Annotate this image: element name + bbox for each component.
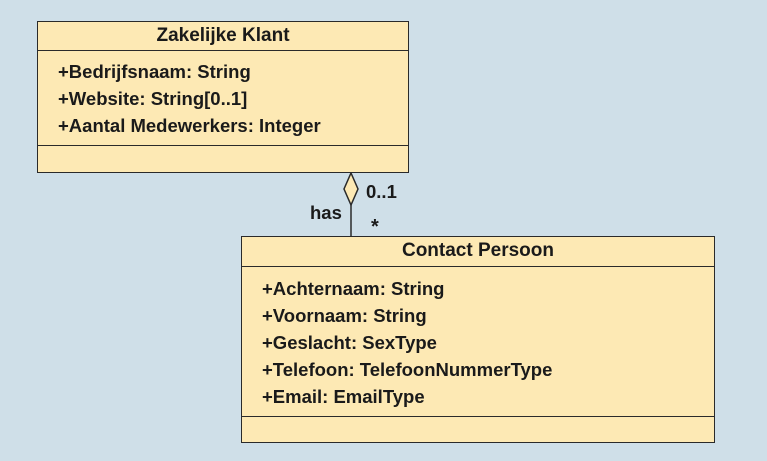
class-contact-persoon[interactable]: Contact Persoon +Achternaam: String +Voo… (241, 236, 715, 443)
multiplicity-label-top: 0..1 (366, 181, 397, 202)
multiplicity-label-bottom: * (371, 216, 379, 238)
attribute-voornaam: +Voornaam: String (262, 305, 427, 326)
class-zakelijke-klant[interactable]: Zakelijke Klant +Bedrijfsnaam: String +W… (37, 21, 409, 173)
attribute-telefoon: +Telefoon: TelefoonNummerType (262, 359, 553, 380)
attribute-compartment: +Achternaam: String +Voornaam: String +G… (242, 267, 714, 417)
attribute-bedrijfsnaam: +Bedrijfsnaam: String (58, 61, 251, 82)
attribute-aantal-medewerkers: +Aantal Medewerkers: Integer (58, 115, 321, 136)
attribute-compartment: +Bedrijfsnaam: String +Website: String[0… (38, 51, 408, 146)
operation-compartment (38, 146, 408, 172)
attribute-website: +Website: String[0..1] (58, 88, 248, 109)
association-name-label: has (310, 202, 342, 223)
attribute-email: +Email: EmailType (262, 386, 425, 407)
class-name: Contact Persoon (242, 237, 714, 267)
attribute-geslacht: +Geslacht: SexType (262, 332, 437, 353)
aggregation-diamond-icon (343, 171, 359, 207)
attribute-achternaam: +Achternaam: String (262, 278, 445, 299)
operation-compartment (242, 417, 714, 442)
class-name: Zakelijke Klant (38, 22, 408, 51)
